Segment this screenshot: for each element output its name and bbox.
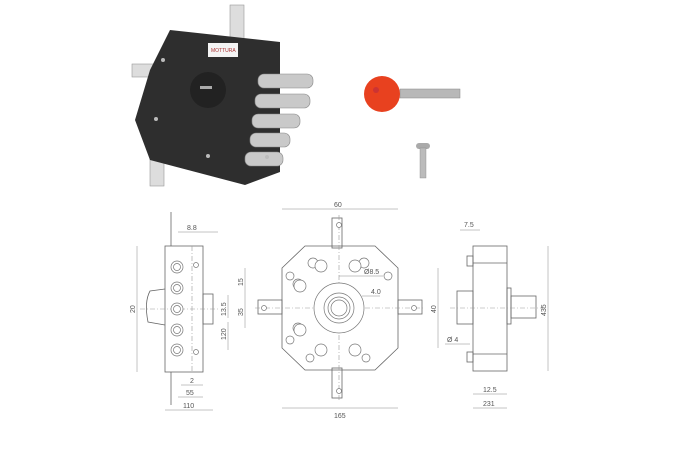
side-view: 7.5 40 Ø 4 435 12.5 231	[431, 222, 549, 409]
dim-cylinder-dia: Ø8.5	[364, 269, 379, 276]
brand-label: MOTTURA	[211, 48, 236, 54]
brand-plate	[208, 43, 238, 57]
dim-backset-small: 2	[190, 378, 194, 385]
dim-top-width: 60	[334, 202, 342, 209]
center-view: 60 Ø8.5 4.0 165	[255, 202, 425, 420]
dim-top-spacing: 15	[238, 278, 245, 286]
cylinder-knob	[190, 72, 226, 108]
dim-span: 35	[238, 308, 245, 316]
dim-bottom-width: 165	[334, 413, 346, 420]
screw-photo	[416, 143, 430, 179]
dim-depth: 12.5	[483, 387, 497, 394]
lock-photo: MOTTURA	[131, 4, 314, 187]
key-head	[364, 76, 400, 112]
dim-top-offset: 7.5	[464, 222, 474, 229]
key-photo	[364, 76, 461, 112]
dim-width: 110	[183, 403, 194, 410]
dim-pin-dia: Ø 4	[447, 337, 458, 344]
dim-total-depth: 231	[483, 401, 495, 408]
front-view: 8.8 20 15 13.5 35 120 2 55 110	[130, 212, 246, 411]
dim-backset: 55	[186, 390, 194, 397]
key-blade	[399, 88, 461, 99]
bolts	[244, 73, 314, 167]
dim-pitch: 13.5	[221, 302, 228, 316]
dim-lower: 120	[221, 328, 228, 340]
dim-bolt-offset: 8.8	[187, 225, 197, 232]
dim-height: 20	[130, 305, 137, 313]
dim-overall-height: 435	[541, 304, 548, 316]
dim-side-height: 40	[431, 305, 438, 313]
dim-offset: 4.0	[371, 289, 381, 296]
